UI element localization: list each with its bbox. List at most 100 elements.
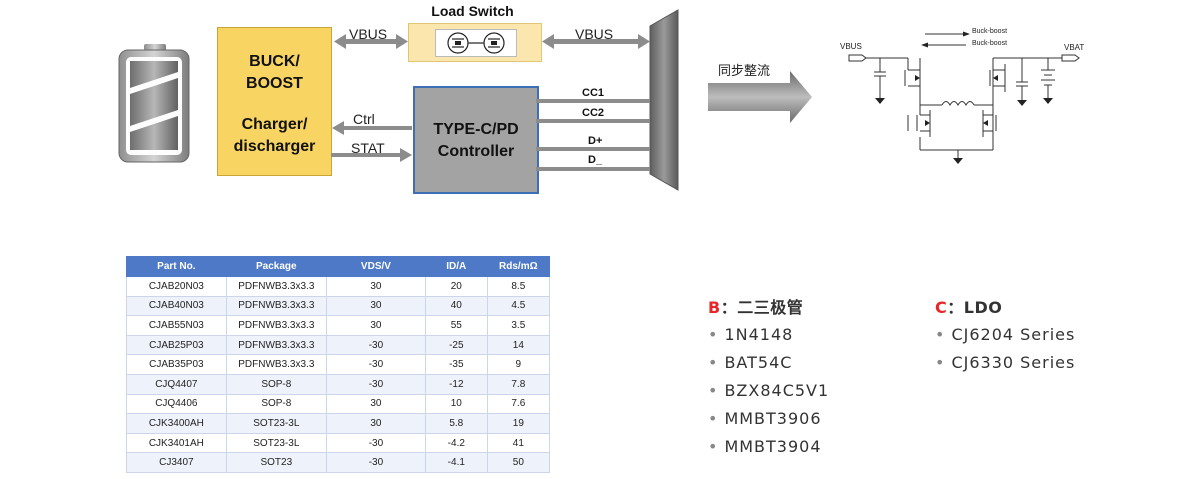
cell-id: 40: [424, 295, 488, 317]
bullet-icon: •: [935, 353, 946, 372]
battery-icon: [118, 44, 190, 163]
cell-rds: 50: [486, 452, 551, 473]
list-item: •CJ6330 Series: [935, 349, 1075, 377]
list-b-diodes-transistors: B：二三极管 •1N4148•BAT54C•BZX84C5V1•MMBT3906…: [708, 295, 829, 461]
cell-vds: -30: [325, 354, 426, 375]
cc2-label: CC2: [582, 107, 605, 119]
cell-id: -35: [424, 354, 488, 375]
col-package: Package: [225, 256, 327, 277]
cell-rds: 8.5: [486, 276, 551, 297]
list-item: • 1N4148: [708, 321, 829, 349]
mosfet-parts-table: Part No. Package VDS/V ID/A Rds/mΩ CJAB2…: [126, 256, 551, 473]
cell-rds: 41: [486, 432, 551, 454]
boost-label: BOOST: [246, 75, 303, 92]
list-c-letter: C: [935, 298, 948, 317]
list-item-text: CJ6204 Series: [951, 325, 1076, 344]
cc1-label: CC1: [582, 87, 605, 99]
list-item-text: 1N4148: [724, 325, 794, 344]
sync-rect-label: 同步整流: [718, 64, 771, 79]
cell-vds: 30: [325, 295, 426, 317]
cell-id: 10: [424, 393, 488, 415]
cell-rds: 7.6: [486, 393, 551, 415]
bullet-icon: •: [708, 409, 719, 428]
cell-package: SOT23: [225, 452, 327, 473]
list-item-text: BZX84C5V1: [724, 381, 830, 400]
cell-part-no: CJAB55N03: [126, 315, 227, 336]
cell-package: SOP-8: [225, 393, 327, 415]
cell-id: -12: [424, 373, 488, 395]
cell-rds: 14: [486, 334, 551, 356]
schematic-buckboost-bottom: Buck-boost: [972, 40, 1008, 47]
cell-vds: 30: [325, 276, 426, 297]
cell-package: PDFNWB3.3x3.3: [225, 334, 327, 356]
cell-id: 20: [424, 276, 488, 297]
bullet-icon: •: [708, 437, 719, 456]
load-switch-block: [408, 23, 542, 62]
mosfet-pair-icon: [435, 29, 517, 57]
charger-label: Charger/: [241, 116, 308, 133]
cell-part-no: CJAB40N03: [126, 295, 227, 317]
list-c-ldo: C：LDO • CJ6204 Series •CJ6330 Series: [935, 295, 1075, 377]
load-switch-title: Load Switch: [431, 3, 514, 19]
cell-package: PDFNWB3.3x3.3: [225, 315, 327, 336]
cell-vds: 30: [325, 315, 426, 336]
controller-label: Controller: [437, 143, 515, 160]
bullet-icon: •: [708, 381, 719, 400]
list-b-title: B：二三极管: [708, 295, 829, 321]
cell-package: PDFNWB3.3x3.3: [225, 276, 327, 297]
list-c-title: C：LDO: [935, 295, 1075, 321]
cell-id: -4.1: [424, 452, 488, 473]
list-item-text: MMBT3904: [724, 437, 822, 456]
table-header-row: Part No. Package VDS/V ID/A Rds/mΩ: [126, 256, 551, 277]
col-vds: VDS/V: [325, 256, 426, 277]
cell-package: PDFNWB3.3x3.3: [225, 354, 327, 375]
cell-rds: 19: [486, 413, 551, 434]
ctrl-label: Ctrl: [353, 111, 375, 127]
list-item-text: MMBT3906: [724, 409, 822, 428]
bullet-icon: •: [708, 325, 719, 344]
vbus-left-arrow: [334, 34, 408, 49]
col-rds: Rds/mΩ: [486, 256, 551, 277]
discharger-label: discharger: [233, 138, 316, 155]
cell-part-no: CJAB25P03: [126, 334, 227, 356]
buck-boost-charger-block: BUCK/ BOOST Charger/ discharger: [217, 27, 332, 176]
buck-label: BUCK/: [249, 53, 300, 70]
cell-id: 5.8: [424, 413, 488, 434]
cell-package: PDFNWB3.3x3.3: [225, 295, 327, 317]
stat-label: STAT: [351, 140, 385, 156]
list-item: • MMBT3906: [708, 405, 829, 433]
cell-part-no: CJ3407: [126, 452, 227, 473]
cell-vds: -30: [325, 373, 426, 395]
cell-rds: 7.8: [486, 373, 551, 395]
cell-vds: -30: [325, 432, 426, 454]
cell-package: SOT23-3L: [225, 413, 327, 434]
bullet-icon: •: [935, 325, 946, 344]
cell-id: -4.2: [424, 432, 488, 454]
usb-connector: [649, 9, 679, 191]
cell-vds: 30: [325, 393, 426, 415]
col-id: ID/A: [424, 256, 488, 277]
col-part-no: Part No.: [126, 256, 227, 277]
cell-part-no: CJAB35P03: [126, 354, 227, 375]
list-item: • MMBT3904: [708, 433, 829, 461]
cell-id: -25: [424, 334, 488, 356]
cell-package: SOP-8: [225, 373, 327, 395]
list-c-heading: ：LDO: [947, 298, 1003, 317]
typec-label: TYPE-C/PD: [433, 121, 519, 138]
dminus-label: D_: [588, 154, 603, 166]
typec-pd-controller-block: TYPE-C/PD Controller: [413, 86, 539, 194]
stat-arrow: [331, 148, 412, 162]
cell-part-no: CJK3401AH: [126, 432, 227, 454]
buck-boost-schematic: [848, 33, 1080, 158]
cell-rds: 3.5: [486, 315, 551, 336]
vbus-left-label: VBUS: [349, 26, 388, 42]
cell-vds: -30: [325, 452, 426, 473]
cell-part-no: CJQ4406: [126, 393, 227, 415]
cell-rds: 9: [486, 354, 551, 375]
